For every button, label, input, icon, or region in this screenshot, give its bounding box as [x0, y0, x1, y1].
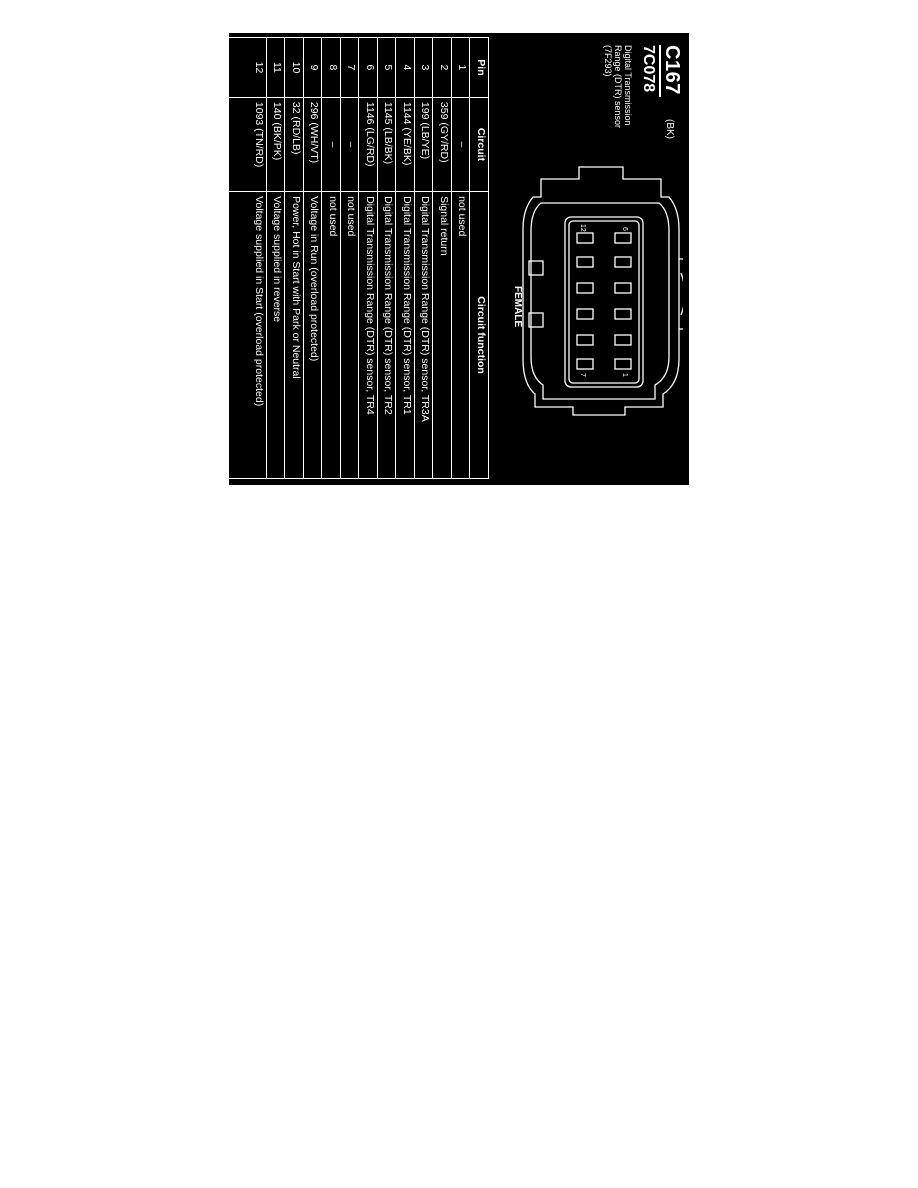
connector-id: C167	[659, 45, 683, 97]
pinout-table: Pin Circuit Circuit function 1–not used …	[203, 37, 489, 479]
cavity-row-bottom	[576, 232, 594, 370]
header-circuit: Circuit	[470, 97, 489, 192]
table-row: 8–not used	[322, 37, 341, 479]
table-header-row: Pin Circuit Circuit function	[470, 37, 489, 479]
cavity-label-1: 1	[621, 373, 628, 377]
part-id: 7C078	[640, 45, 657, 93]
connector-header: C167 (BK) 7C078 Digital Transmission Ran…	[483, 41, 683, 481]
table-row: 7–not used	[340, 37, 359, 479]
connector-gender-label: FEMALE	[512, 286, 523, 328]
cavity-label-7: 7	[579, 373, 586, 377]
table-row: 1–not used	[451, 37, 470, 479]
header-pin: Pin	[470, 37, 489, 98]
rotated-content: C167 (BK) 7C078 Digital Transmission Ran…	[203, 33, 689, 485]
cavity-label-12: 12	[579, 224, 586, 232]
connector-color-code: (BK)	[664, 119, 675, 139]
cavity-row-top	[614, 232, 632, 370]
connector-face-icon: 6 12 1 7	[522, 166, 683, 416]
cavity-label-6: 6	[621, 227, 628, 231]
component-description: Digital Transmission Range (DTR) sensor …	[603, 45, 633, 129]
header-function: Circuit function	[470, 191, 489, 479]
connector-diagram-panel: C167 (BK) 7C078 Digital Transmission Ran…	[203, 33, 689, 485]
